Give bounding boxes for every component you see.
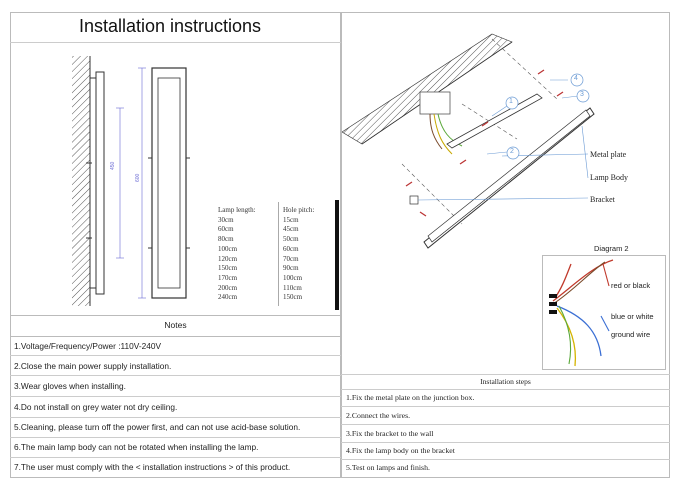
step-divider [341,442,670,443]
step-item: 2.Connect the wires. [346,411,411,420]
hole-pitch-value: 70cm [283,254,299,263]
lamp-size-table: Lamp length: 30cm 60cm 80cm 100cm 120cm … [215,200,339,310]
note-divider [10,457,341,458]
lamp-length-column: Lamp length: 30cm 60cm 80cm 100cm 120cm … [218,206,256,303]
lamp-length-value: 80cm [218,235,234,244]
hole-pitch-value: 50cm [283,235,299,244]
hole-pitch-value: 45cm [283,225,299,234]
wire-label-red: red or black [611,281,651,290]
step-item: 1.Fix the metal plate on the junction bo… [346,393,475,402]
note-item: 4.Do not install on grey water not dry c… [14,402,178,412]
note-item: 1.Voltage/Frequency/Power :110V-240V [14,341,161,351]
note-item: 3.Wear gloves when installing. [14,381,126,391]
step-item: 3.Fix the bracket to the wall [346,429,434,438]
note-item: 5.Cleaning, please turn off the power fi… [14,422,301,432]
lamp-length-value: 240cm [218,293,238,302]
hole-pitch-value: 15cm [283,215,299,224]
hole-pitch-column: Hole pitch: 15cm 45cm 50cm 60cm 70cm 90c… [283,206,314,303]
hole-pitch-value: 60cm [283,244,299,253]
note-divider [10,396,341,397]
note-divider [10,437,341,438]
lamp-length-value: 170cm [218,273,238,282]
step-item: 5.Test on lamps and finish. [346,463,430,472]
lamp-length-value: 120cm [218,254,238,263]
lamp-body-label: Lamp Body [590,173,628,182]
note-divider [10,417,341,418]
step-divider [341,424,670,425]
lamp-length-value: 60cm [218,225,234,234]
hole-pitch-value: 110cm [283,283,302,292]
table-edge-bar [335,200,339,310]
lamp-length-value: 30cm [218,215,234,224]
hole-pitch-value: 100cm [283,273,303,282]
wire-label-ground: ground wire [611,330,651,339]
callout-4: 4 [574,75,578,82]
lamp-side-diagram [72,56,190,306]
note-item: 7.The user must comply with the < instal… [14,462,291,472]
table-divider [278,202,279,306]
note-divider [10,375,341,376]
notes-heading: Notes [10,315,341,337]
dimension-label-hole: 450 [110,161,116,170]
lamp-length-value: 150cm [218,264,238,273]
step-divider [341,406,670,407]
left-panel [10,12,341,478]
title-divider [10,42,341,43]
right-panel [341,12,670,478]
hole-pitch-value: 90cm [283,264,299,273]
step-item: 4.Fix the lamp body on the bracket [346,446,455,455]
lamp-length-value: 100cm [218,244,238,253]
steps-heading: Installation steps [341,374,670,390]
note-item: 2.Close the main power supply installati… [14,361,172,371]
wiring-diagram [549,259,614,367]
bracket-label: Bracket [590,195,615,204]
dimension-label-length: 600 [135,173,141,182]
lamp-length-header: Lamp length: [218,206,256,214]
callout-2: 2 [510,148,514,155]
hole-pitch-header: Hole pitch: [283,206,315,214]
note-divider [10,355,341,356]
step-divider [341,459,670,460]
callout-1: 1 [509,98,513,105]
diagram2-box [542,255,666,370]
hole-pitch-value: 150cm [283,293,303,302]
note-item: 6.The main lamp body can not be rotated … [14,442,259,452]
lamp-length-value: 200cm [218,283,238,292]
wire-label-blue: blue or white [611,312,654,321]
page-title: Installation instructions [78,16,262,36]
callout-3: 3 [580,91,584,98]
exploded-assembly-diagram [342,33,595,249]
wall-hatch [72,56,90,306]
diagram2-title: Diagram 2 [594,244,629,253]
metal-plate-label: Metal plate [590,150,627,159]
